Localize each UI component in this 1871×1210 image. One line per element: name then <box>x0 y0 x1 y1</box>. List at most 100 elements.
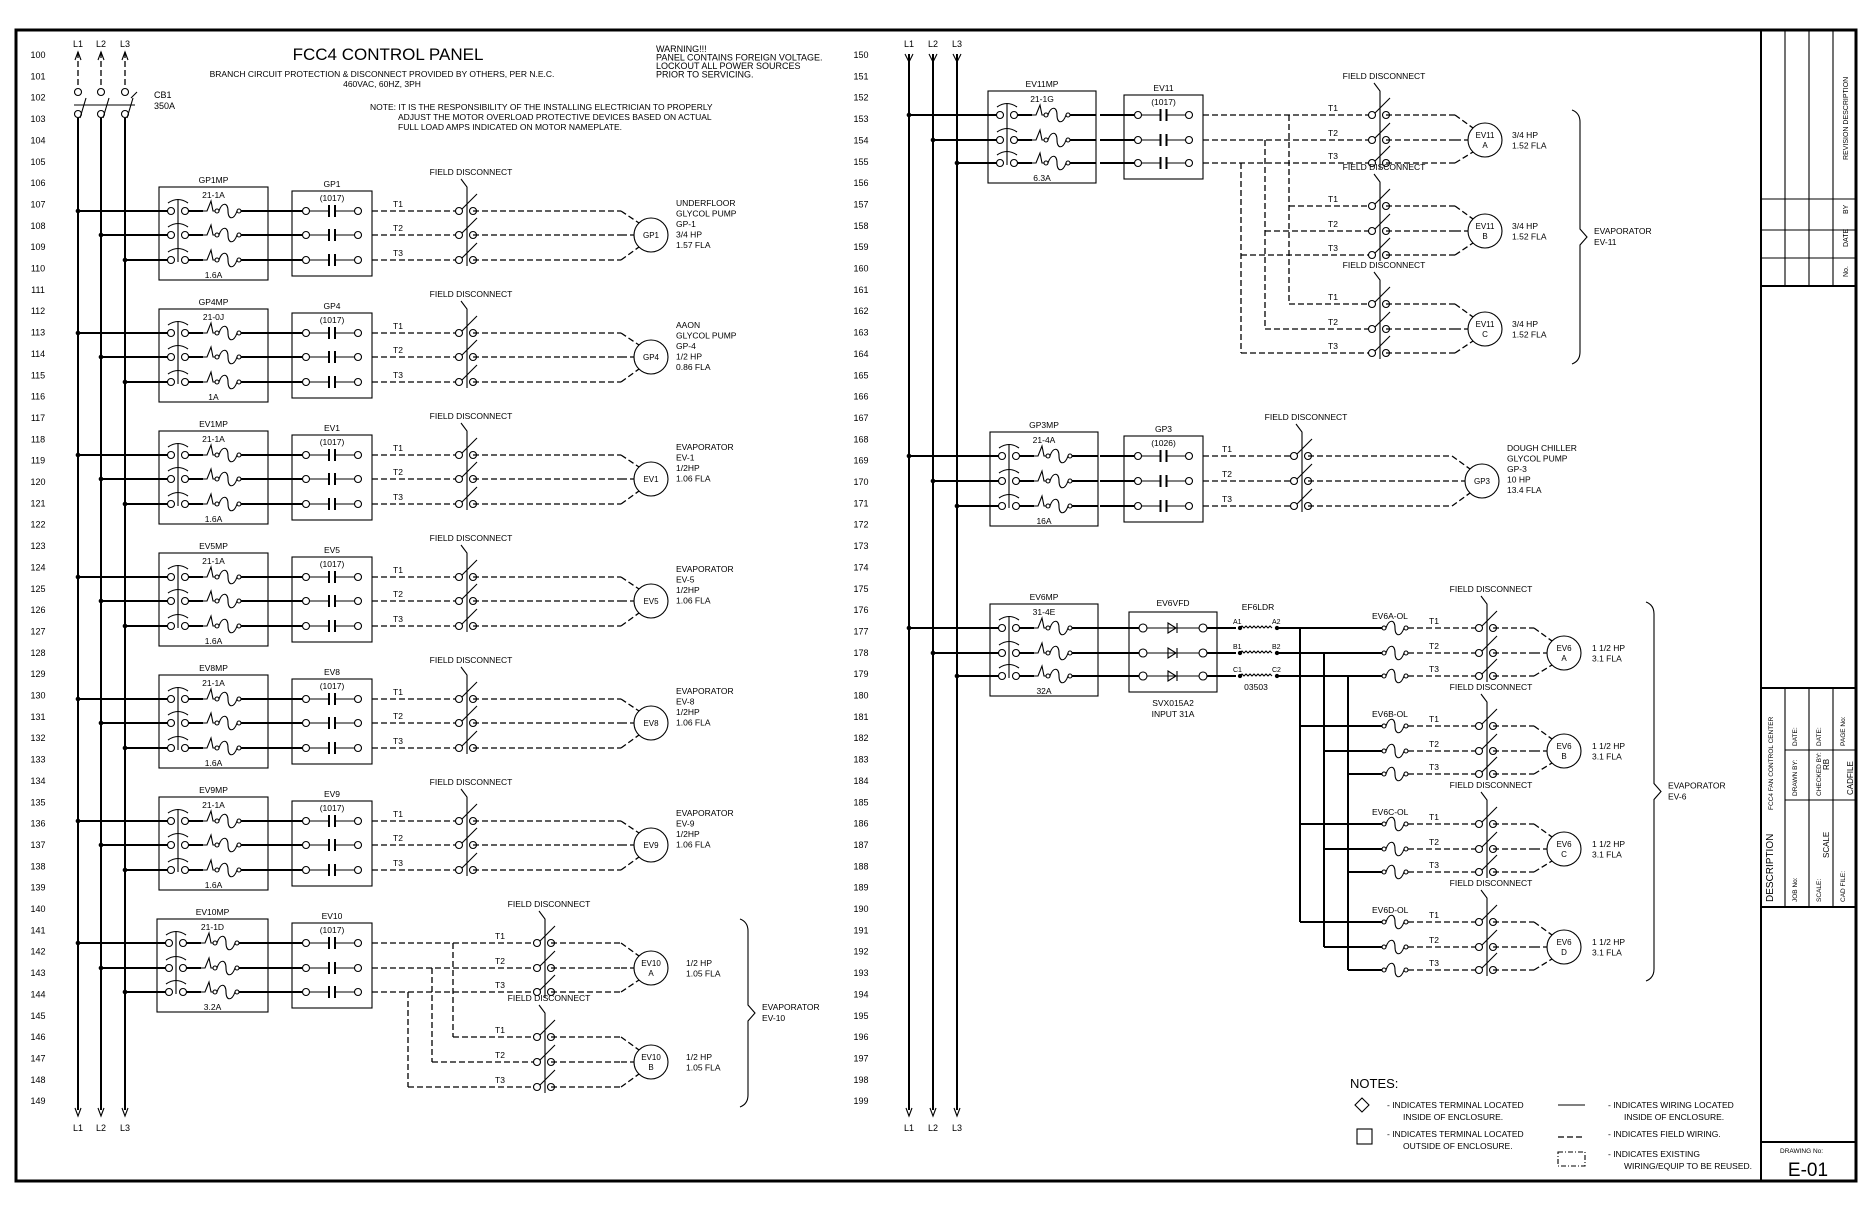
terminal <box>1381 967 1387 973</box>
junction-dot <box>75 818 81 824</box>
group-label: EVAPORATOR <box>762 1002 820 1012</box>
drawing-number: E-01 <box>1788 1160 1828 1181</box>
motor-protector-id: GP1MP <box>199 175 229 185</box>
terminal-label: T3 <box>393 858 403 868</box>
disconnect-blade <box>461 217 478 234</box>
terminal <box>353 621 363 631</box>
motor-description: GLYCOL PUMP <box>676 209 737 219</box>
rung-number: 116 <box>31 392 45 402</box>
rung-number: 127 <box>30 626 45 636</box>
disconnect-blade <box>461 364 478 381</box>
motor-protector-box <box>156 918 269 1013</box>
motor-description: 1.52 FLA <box>1512 141 1547 151</box>
junction-dot <box>122 745 128 751</box>
terminal <box>353 499 363 509</box>
group-label: EVAPORATOR <box>1594 226 1652 236</box>
contactor: EV1(1017) <box>268 423 373 521</box>
field-disconnect: FIELD DISCONNECT <box>1450 878 1532 976</box>
motor-description: 1.06 FLA <box>676 840 711 850</box>
rung-number: 140 <box>30 904 45 914</box>
rung-number: 110 <box>31 264 45 274</box>
terminal <box>214 208 220 214</box>
terminal <box>1184 476 1194 486</box>
terminal <box>236 867 242 873</box>
disconnect-blade <box>1481 756 1498 773</box>
motor-label: EV10 <box>641 1053 661 1062</box>
terminal <box>1184 158 1194 168</box>
breaker-arc <box>998 663 1020 669</box>
terminal <box>1198 623 1208 633</box>
terminal <box>214 501 220 507</box>
motor-description: 1/2HP <box>676 463 700 473</box>
overload-heater <box>1385 668 1405 684</box>
motor-protector-id: EV6MP <box>1030 592 1059 602</box>
motor-description: 10 HP <box>1507 475 1531 485</box>
motor-label: EV11 <box>1476 320 1496 329</box>
disconnect-blade <box>461 827 478 844</box>
thermal-element <box>201 931 213 944</box>
rung-number: 145 <box>30 1011 45 1021</box>
rung-number: 108 <box>30 221 45 231</box>
terminal <box>236 476 242 482</box>
scale-label: SCALE: <box>1816 879 1823 902</box>
overload-heater <box>218 325 238 341</box>
motor-description: 1 1/2 HP <box>1592 643 1625 653</box>
terminal <box>1067 650 1073 656</box>
overload-heater <box>218 837 238 853</box>
terminal-label: T1 <box>1222 444 1232 454</box>
terminal <box>1381 919 1387 925</box>
rung-number: 193 <box>853 968 868 978</box>
terminal <box>180 621 190 631</box>
terminal-label: T3 <box>495 980 505 990</box>
terminal <box>236 354 242 360</box>
terminal <box>214 623 220 629</box>
rung-number: 101 <box>30 71 45 81</box>
terminal <box>353 352 363 362</box>
motor-protector-frame: 21-1A <box>202 190 225 200</box>
breaker-arc <box>996 150 1018 156</box>
rung-number: 111 <box>31 285 45 295</box>
contactor-size: (1017) <box>1151 97 1176 107</box>
arrow-down-icon <box>953 1107 961 1118</box>
junction-dot <box>930 478 936 484</box>
contactor-size: (1017) <box>320 925 345 935</box>
terminal <box>180 743 190 753</box>
field-disconnect: FIELD DISCONNECT <box>430 533 512 632</box>
overload-heater <box>1049 473 1069 489</box>
disconnect-linkage <box>1480 693 1488 780</box>
terminal <box>301 377 311 387</box>
terminal <box>1011 451 1021 461</box>
motor-protector-id: GP4MP <box>199 297 229 307</box>
rung-number: 149 <box>30 1096 45 1106</box>
motor-protector-trip: 16A <box>1036 516 1051 526</box>
rung-number: 107 <box>30 199 45 209</box>
scale-value: SCALE <box>1822 832 1831 858</box>
breaker-arc <box>167 491 189 497</box>
disconnect-linkage <box>1295 423 1303 512</box>
disconnect-blade <box>539 1069 556 1086</box>
arrow-down-icon <box>929 1107 937 1118</box>
rung-number: 152 <box>853 93 868 103</box>
terminal-label: T1 <box>393 565 403 575</box>
terminal <box>454 743 464 753</box>
terminal <box>995 158 1005 168</box>
vfd-id: EV6VFD <box>1156 598 1189 608</box>
motor-circle <box>1467 311 1503 347</box>
rung-number: 120 <box>30 477 45 487</box>
contactor-id: EV11 <box>1153 83 1173 93</box>
thermal-element <box>203 223 215 236</box>
terminal <box>166 474 176 484</box>
breaker-arc <box>167 222 189 228</box>
motor-circle <box>1467 122 1503 158</box>
overload-heater <box>1385 939 1405 955</box>
rail-label: L3 <box>120 39 130 49</box>
disconnect-blade <box>1374 97 1391 114</box>
disconnect-blade <box>461 339 478 356</box>
disconnect-linkage <box>1480 889 1488 976</box>
rung-number: 191 <box>853 925 868 935</box>
rung-number: 129 <box>30 669 45 679</box>
